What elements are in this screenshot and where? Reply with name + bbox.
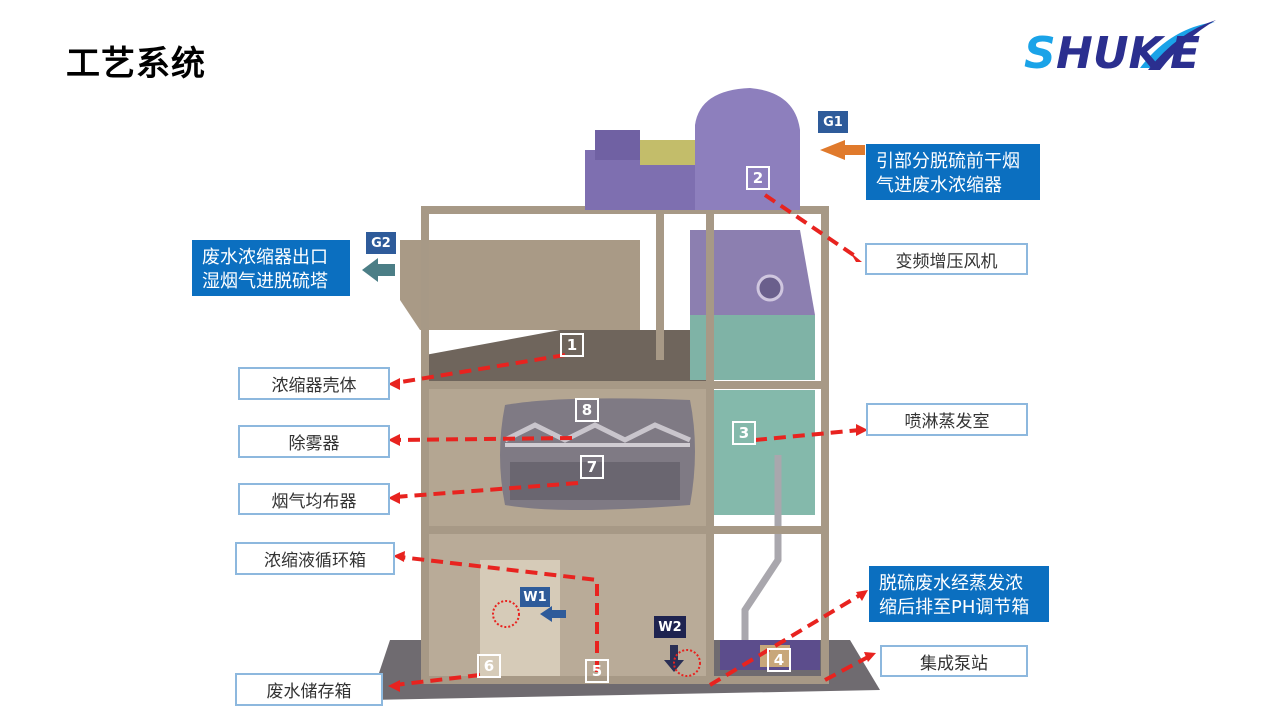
fan-motor	[595, 130, 640, 160]
concentrator-roof	[425, 330, 710, 385]
w2-marker-circle	[673, 649, 701, 677]
marker-3: 3	[732, 421, 756, 445]
marker-8: 8	[575, 398, 599, 422]
fan-outlet-duct	[690, 230, 815, 315]
logo-swoosh-dark	[1148, 20, 1216, 70]
logo-letter-e: E	[1170, 28, 1200, 78]
leader-arrowheads	[388, 252, 876, 692]
label-integrated-pump-station: 集成泵站	[880, 645, 1028, 677]
booster-fan-housing	[695, 88, 800, 210]
w1-inlet-arrow	[540, 606, 566, 622]
marker-1: 1	[560, 333, 584, 357]
label-gas-distributor: 烟气均布器	[238, 483, 390, 515]
marker-4: 4	[767, 648, 791, 672]
outlet-duct	[400, 240, 640, 330]
circulation-pipe	[741, 455, 782, 650]
label-wastewater-storage-tank: 废水储存箱	[235, 673, 383, 706]
w2-note: 脱硫废水经蒸发浓缩后排至PH调节箱	[869, 566, 1049, 622]
marker-2: 2	[746, 166, 770, 190]
g1-tag: G1	[818, 111, 848, 133]
duct-port	[756, 274, 784, 302]
demister-chevrons	[503, 422, 691, 443]
shuke-logo: S HUK E	[1024, 20, 1216, 78]
logo-letter-s: S	[1024, 28, 1056, 78]
w1-tag: W1	[520, 587, 550, 607]
label-spray-evaporation-chamber: 喷淋蒸发室	[866, 403, 1028, 436]
g2-note: 废水浓缩器出口湿烟气进脱硫塔	[192, 240, 350, 296]
g1-note: 引部分脱硫前干烟气进废水浓缩器	[866, 144, 1040, 200]
marker-6: 6	[477, 654, 501, 678]
logo-letters: HUK	[1056, 28, 1166, 78]
label-demister: 除雾器	[238, 425, 390, 458]
spray-chamber-upper	[690, 315, 815, 380]
label-variable-frequency-fan: 变频增压风机	[865, 243, 1028, 275]
w1-marker-circle	[492, 600, 520, 628]
leader-lines	[394, 193, 869, 687]
page-title: 工艺系统	[66, 44, 206, 84]
marker-7: 7	[580, 455, 604, 479]
logo-swoosh	[1140, 22, 1215, 68]
g2-outlet-arrow	[362, 258, 395, 282]
w2-tag: W2	[654, 616, 686, 638]
label-concentrate-circulation-tank: 浓缩液循环箱	[235, 542, 395, 575]
lower-tank	[425, 530, 710, 682]
spray-evaporation-chamber	[712, 390, 815, 515]
label-concentrator-shell: 浓缩器壳体	[238, 367, 390, 400]
marker-5: 5	[585, 659, 609, 683]
gas-distributor-grid	[510, 462, 680, 500]
g2-tag: G2	[366, 232, 396, 254]
g1-inlet-arrow	[820, 140, 865, 160]
